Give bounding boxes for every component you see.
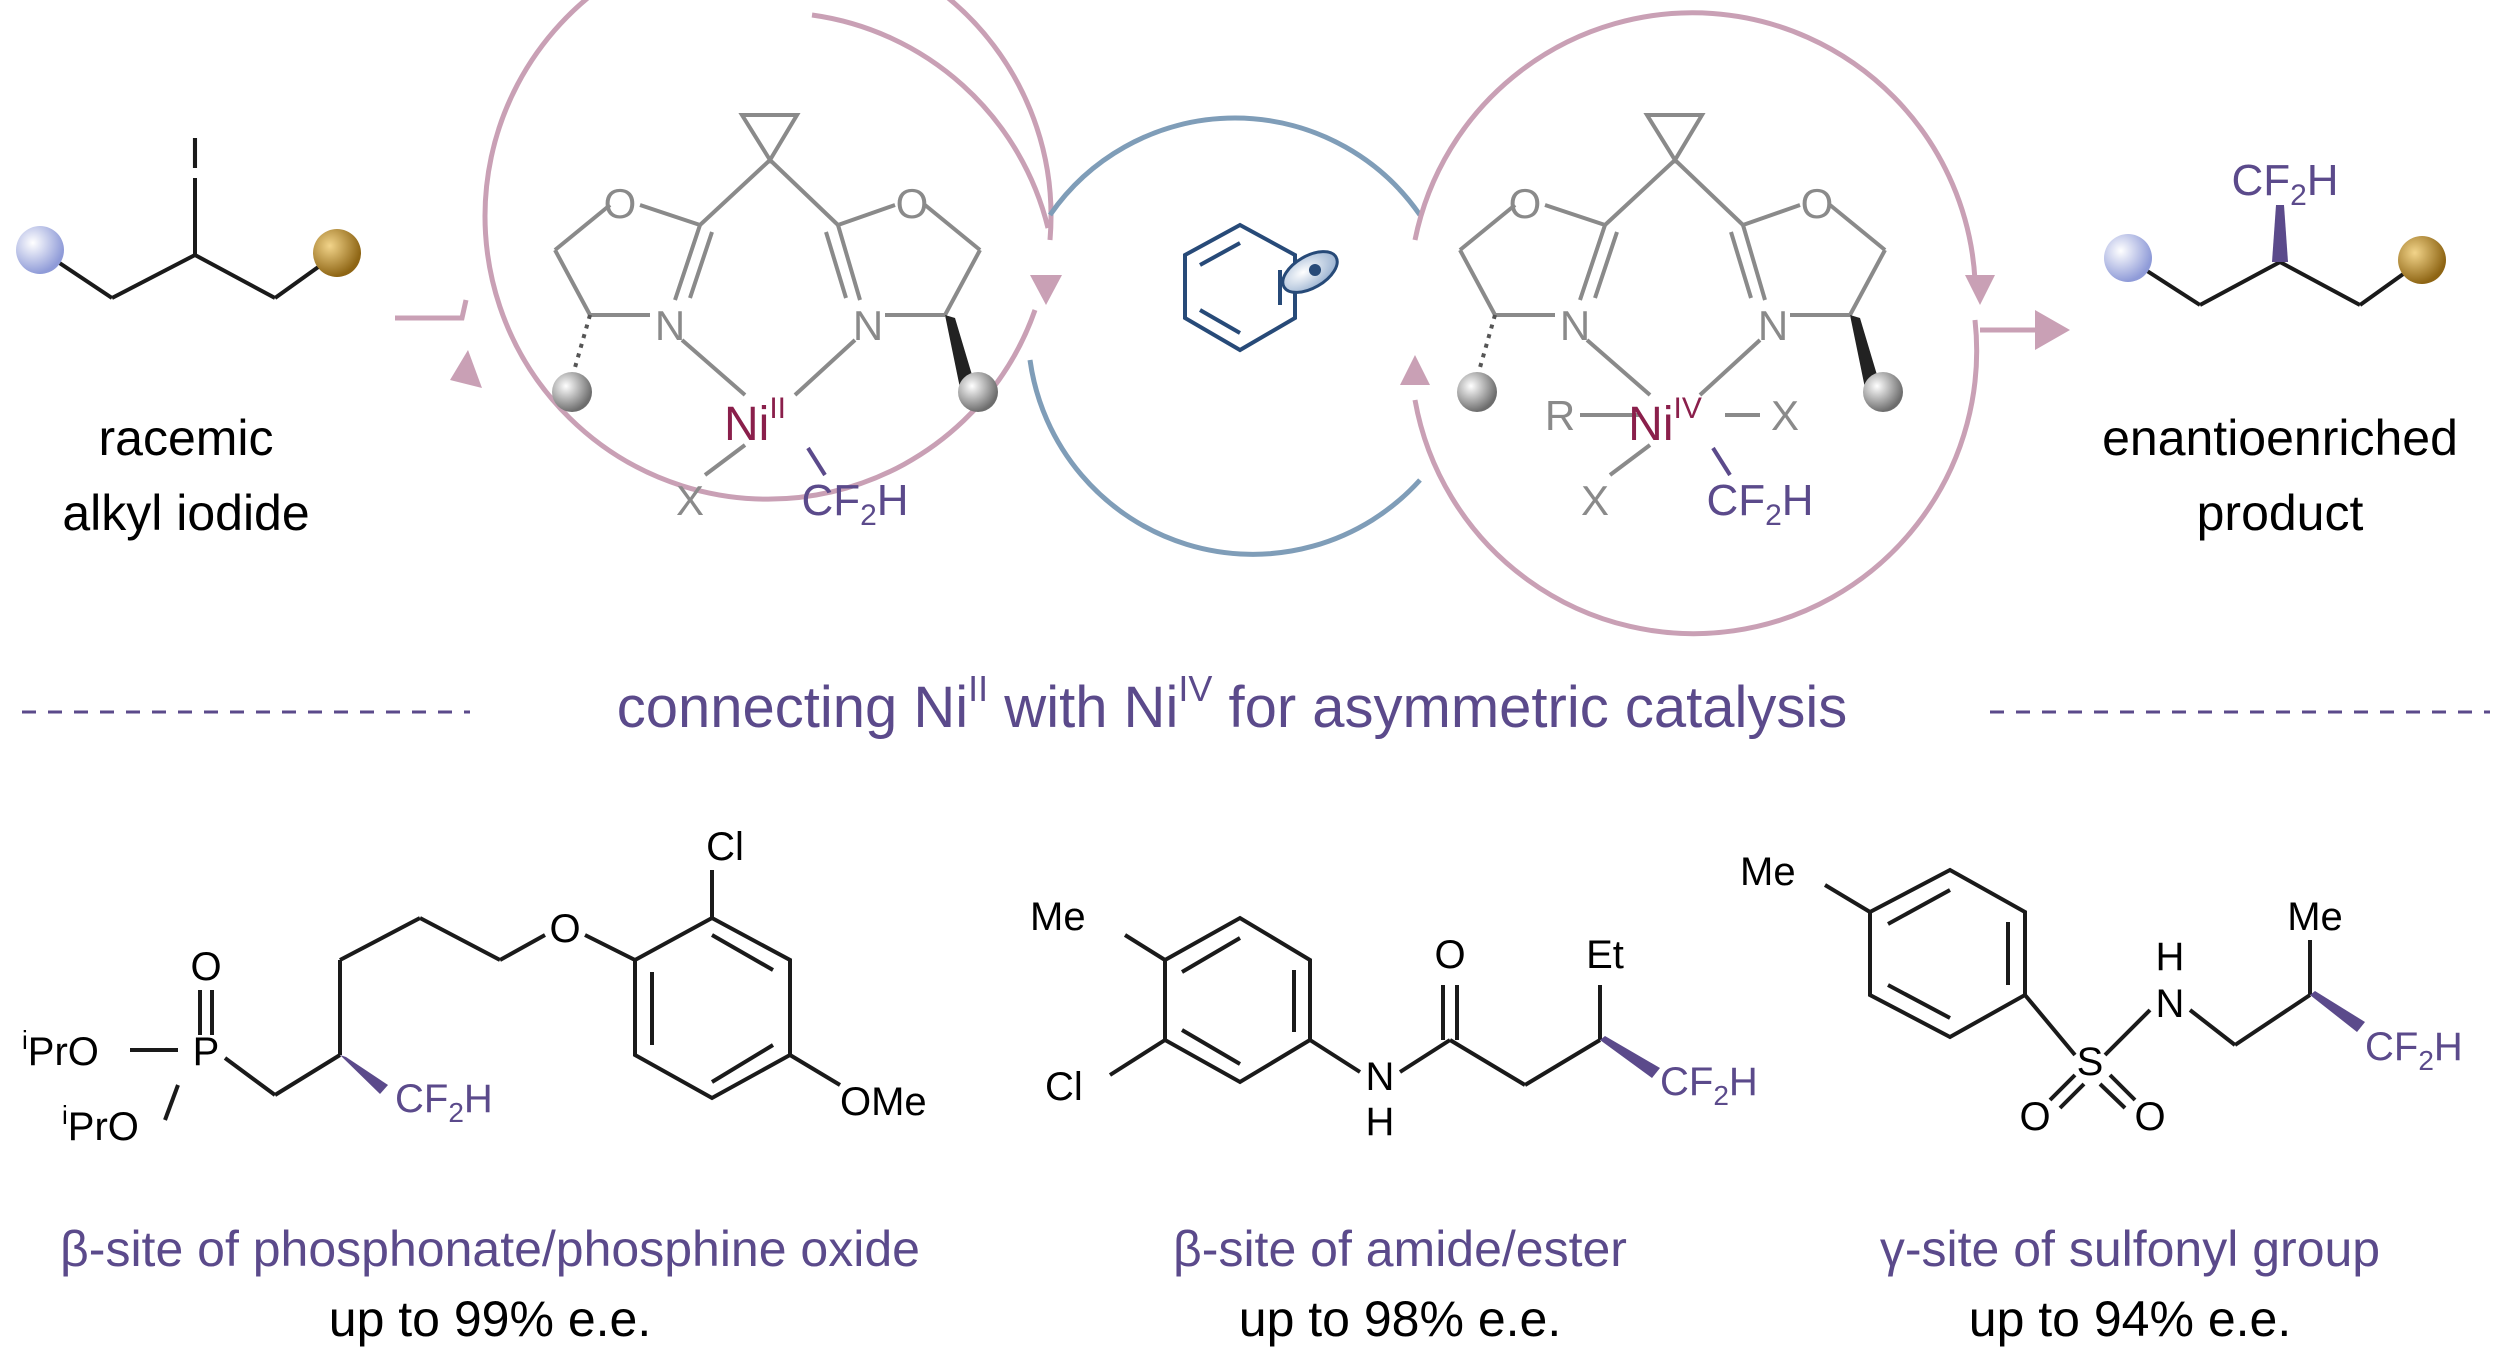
product-label-line2: product: [2197, 485, 2364, 541]
cf2h-label: CF2H: [395, 1077, 493, 1128]
atom-n: N: [1560, 302, 1590, 349]
sphere-gray: [1457, 372, 1497, 412]
atom-r: R: [1545, 392, 1575, 439]
me-label: Me: [2287, 895, 2343, 939]
substrate-molecule: I racemic alkyl iodide: [16, 129, 361, 541]
sphere-gold: [313, 229, 361, 277]
metal-ni-ii: NiII: [724, 392, 786, 451]
cf2h-label: CF2H: [2365, 1025, 2463, 1076]
example-3-molecule: Me S O O H N Me CF2H: [1740, 850, 2463, 1139]
product-label-line1: enantioenriched: [2102, 410, 2458, 466]
aryl-radical: [1183, 222, 1297, 353]
sphere-gray: [958, 372, 998, 412]
atom-p: P: [193, 1030, 220, 1074]
example-1-ee: up to 99% e.e.: [328, 1291, 652, 1347]
atom-s: S: [2077, 1040, 2104, 1084]
atom-o: O: [604, 180, 637, 227]
iodine-label: I: [189, 129, 201, 178]
atom-o: O: [1801, 180, 1834, 227]
right-cycle-arrowhead-top: [1965, 275, 1995, 305]
exit-arrowhead: [2035, 310, 2070, 350]
atom-h: H: [2156, 935, 2185, 979]
metal-ni-iv: NiIV: [1628, 392, 1702, 451]
atom-h: H: [1366, 1100, 1395, 1144]
example-1-caption: β-site of phosphonate/phosphine oxide: [60, 1221, 920, 1277]
example-3-caption: γ-site of sulfonyl group: [1879, 1221, 2381, 1277]
atom-cl: Cl: [706, 825, 744, 869]
product-cf2h: CF2H: [2231, 156, 2338, 212]
atom-o: O: [2019, 1095, 2050, 1139]
example-3-ee: up to 94% e.e.: [1968, 1291, 2292, 1347]
cf2h-label: CF2H: [801, 476, 908, 532]
atom-n: N: [853, 302, 883, 349]
left-cycle-arrowhead-left: [450, 350, 482, 388]
ipro-label: iPrO: [62, 1100, 139, 1149]
me-label: Me: [1030, 895, 1086, 939]
radical-dot: [1309, 264, 1321, 276]
atom-x: X: [676, 477, 704, 524]
divider-title: connecting NiII with NiIV for asymmetric…: [617, 668, 1848, 740]
example-2-ee: up to 98% e.e.: [1238, 1291, 1562, 1347]
atom-x: X: [1581, 477, 1609, 524]
atom-n: N: [1758, 302, 1788, 349]
me-label: Me: [1740, 850, 1796, 894]
et-label: Et: [1586, 933, 1624, 977]
sphere-gold: [2398, 236, 2446, 284]
substrate-label-line1: racemic: [98, 410, 273, 466]
atom-o: O: [1434, 933, 1465, 977]
ome-label: OMe: [840, 1080, 927, 1124]
sphere-gray: [552, 372, 592, 412]
atom-n: N: [2156, 982, 2185, 1026]
left-catalytic-cycle: [482, 0, 1054, 502]
atom-n: N: [655, 302, 685, 349]
right-cycle-arrowhead-left: [1400, 355, 1430, 385]
left-nickel-complex: O O N N NiII X CF2H: [552, 113, 998, 532]
atom-x: X: [1771, 392, 1799, 439]
atom-o: O: [896, 180, 929, 227]
example-1-molecule: iPrO iPrO P O O Cl OMe CF2H: [22, 825, 927, 1149]
cf2h-label: CF2H: [1660, 1060, 1758, 1111]
sphere-gray: [1863, 372, 1903, 412]
atom-o: O: [549, 907, 580, 951]
example-2-molecule: Me Cl N H O Et CF2H: [1030, 895, 1758, 1144]
radical-cycle: [1027, 115, 1423, 557]
atom-o: O: [1509, 180, 1542, 227]
substrate-label-line2: alkyl iodide: [62, 485, 309, 541]
product-molecule: CF2H enantioenriched product: [2102, 156, 2458, 541]
atom-n: N: [1366, 1055, 1395, 1099]
ipro-label: iPrO: [22, 1025, 99, 1074]
cf2h-label: CF2H: [1706, 476, 1813, 532]
atom-o: O: [2134, 1095, 2165, 1139]
example-2-caption: β-site of amide/ester: [1173, 1221, 1627, 1277]
right-catalytic-cycle: [1412, 10, 1980, 637]
atom-o: O: [190, 945, 221, 989]
entry-arrow-line: [395, 299, 469, 321]
right-nickel-complex: O O N N R NiIV X X CF2H: [1457, 113, 1903, 532]
sphere-blue: [2104, 234, 2152, 282]
left-cycle-arrowhead-top: [1030, 275, 1062, 305]
sphere-blue: [16, 226, 64, 274]
atom-cl: Cl: [1045, 1065, 1083, 1109]
